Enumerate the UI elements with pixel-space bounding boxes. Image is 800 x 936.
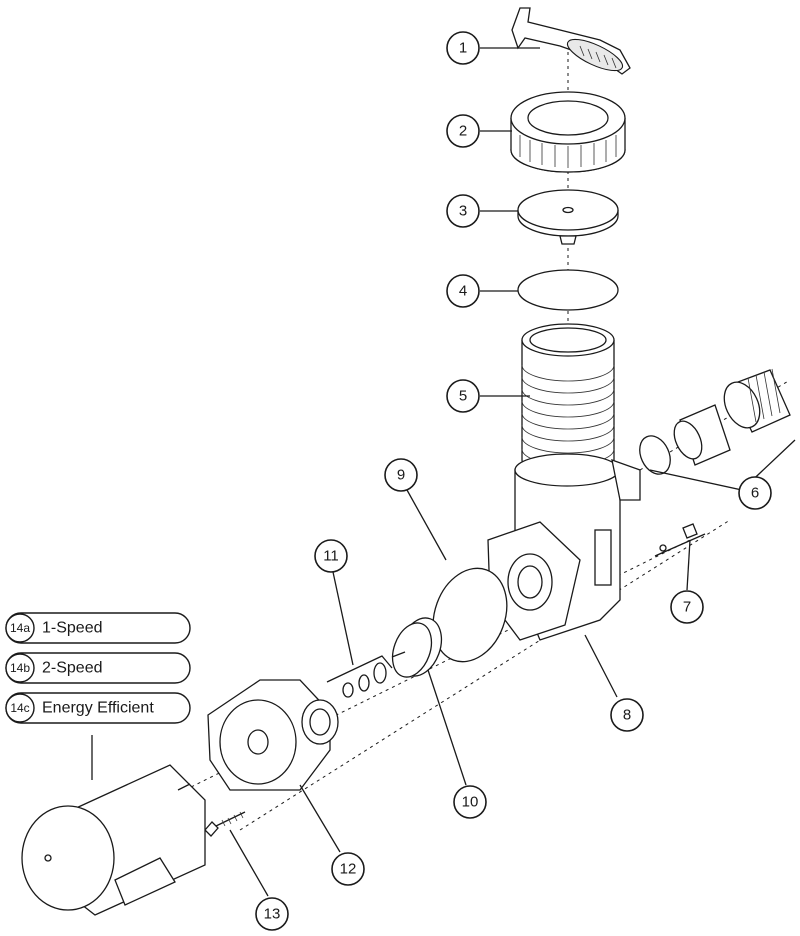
motor-option-label: 1-Speed bbox=[42, 620, 103, 637]
svg-text:2: 2 bbox=[459, 123, 467, 140]
part-1-lock-handle bbox=[511, 7, 631, 75]
motor-option-14c: 14c Energy Efficient bbox=[5, 692, 191, 724]
part-10-impeller bbox=[391, 617, 443, 678]
callout-5: 5 bbox=[446, 379, 480, 413]
part-7-drain-plug bbox=[654, 523, 706, 557]
callout-6: 6 bbox=[738, 476, 772, 510]
motor-option-14b: 14b 2-Speed bbox=[5, 652, 191, 684]
part-13-mounting-bolt bbox=[204, 811, 246, 837]
part-2-lock-ring bbox=[510, 91, 626, 173]
part-3-pump-lid bbox=[517, 189, 619, 245]
motor-option-code: 14c bbox=[10, 701, 29, 715]
part-6-union-assembly bbox=[639, 368, 796, 491]
callout-9: 9 bbox=[384, 458, 418, 492]
motor-option-14a: 14a 1-Speed bbox=[5, 612, 191, 644]
callout-8: 8 bbox=[610, 698, 644, 732]
svg-text:11: 11 bbox=[323, 548, 339, 565]
motor-option-label: Energy Efficient bbox=[42, 700, 154, 717]
svg-text:1: 1 bbox=[459, 40, 467, 57]
part-4-lid-o-ring bbox=[517, 269, 619, 311]
part-9-diffuser-o-ring bbox=[432, 567, 508, 663]
motor-option-label: 2-Speed bbox=[42, 660, 103, 677]
svg-text:3: 3 bbox=[459, 203, 467, 220]
callout-13: 13 bbox=[255, 897, 289, 931]
mounting-bolt-axis bbox=[239, 519, 731, 831]
svg-text:9: 9 bbox=[397, 467, 405, 484]
svg-text:10: 10 bbox=[462, 794, 479, 811]
motor bbox=[21, 735, 206, 916]
callout-11: 11 bbox=[314, 539, 348, 573]
callout-12: 12 bbox=[331, 852, 365, 886]
motor-option-code: 14b bbox=[10, 661, 30, 675]
callout-3: 3 bbox=[446, 194, 480, 228]
svg-text:8: 8 bbox=[623, 707, 631, 724]
svg-text:13: 13 bbox=[264, 906, 281, 923]
svg-text:7: 7 bbox=[683, 599, 691, 616]
part-12-seal-plate bbox=[207, 679, 339, 791]
svg-text:12: 12 bbox=[340, 861, 357, 878]
svg-text:5: 5 bbox=[459, 388, 467, 405]
part-8-pump-housing bbox=[487, 453, 641, 641]
callout-1: 1 bbox=[446, 31, 480, 65]
callout-4: 4 bbox=[446, 274, 480, 308]
part-11-shaft-seal bbox=[326, 655, 393, 698]
motor-option-code: 14a bbox=[10, 621, 30, 635]
callout-7: 7 bbox=[670, 590, 704, 624]
svg-text:4: 4 bbox=[459, 283, 467, 300]
callout-2: 2 bbox=[446, 114, 480, 148]
svg-text:6: 6 bbox=[751, 485, 759, 502]
part-5-strainer-basket bbox=[521, 323, 615, 477]
callout-10: 10 bbox=[453, 785, 487, 819]
